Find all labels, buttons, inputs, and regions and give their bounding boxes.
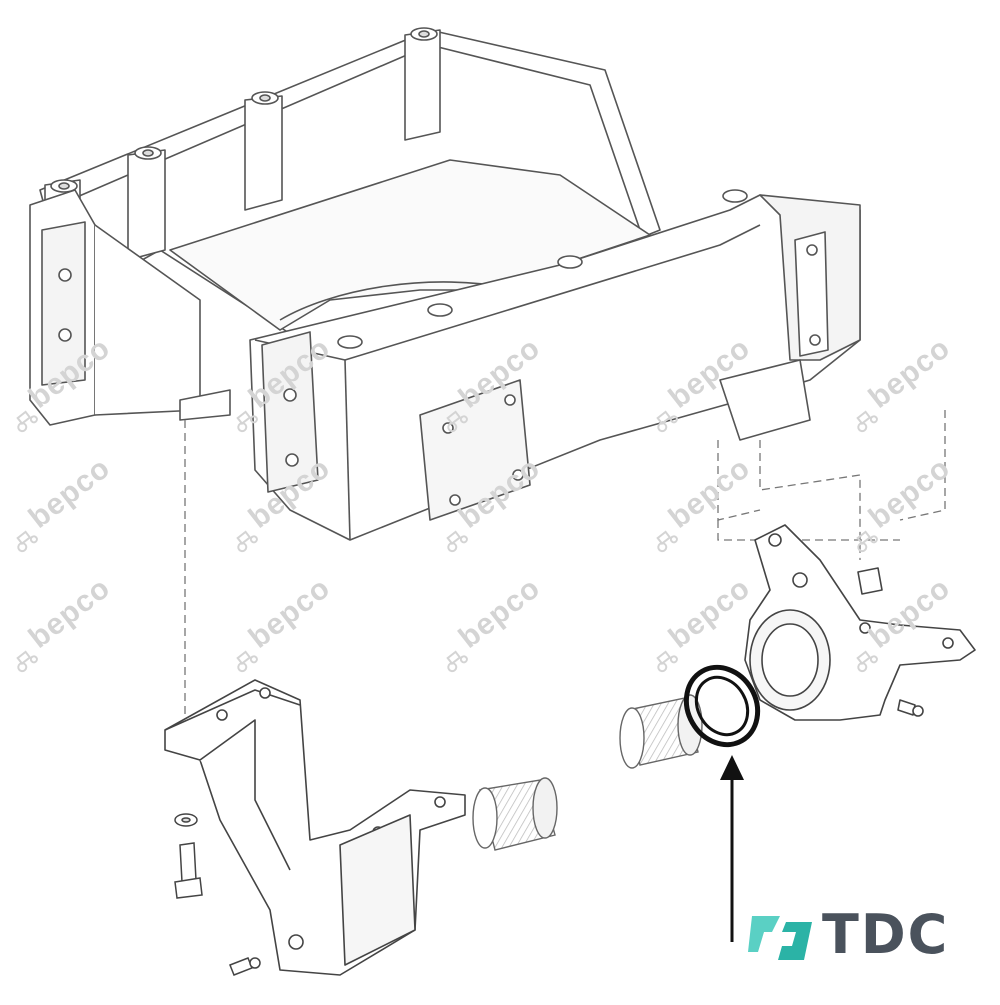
- watermark: bepco: [0, 451, 117, 554]
- bolt: [179, 842, 197, 883]
- tractor-icon: [5, 398, 38, 433]
- brand-name: TDC: [822, 903, 950, 966]
- tractor-icon: [645, 518, 678, 553]
- tractor-icon: [645, 638, 678, 673]
- watermark: bepco: [219, 571, 337, 674]
- rear-axle-support-bracket: [164, 679, 466, 976]
- tdc-logo-icon: [748, 916, 812, 960]
- tractor-icon: [5, 518, 38, 553]
- callout-arrow: [720, 755, 744, 942]
- tractor-icon: [845, 518, 878, 553]
- watermark: bepco: [639, 451, 757, 554]
- bushing-right: [619, 694, 703, 769]
- watermark: bepco: [0, 331, 117, 434]
- tractor-icon: [225, 518, 258, 553]
- watermark: bepco: [429, 451, 547, 554]
- leader-lines: [184, 410, 946, 720]
- tractor-icon: [435, 518, 468, 553]
- watermark: bepco: [219, 331, 337, 434]
- watermark: bepco: [219, 451, 337, 554]
- main-housing: [29, 27, 861, 541]
- tractor-icon: [435, 398, 468, 433]
- fasteners: [174, 813, 261, 976]
- watermark: bepco: [839, 331, 957, 434]
- tractor-icon: [845, 398, 878, 433]
- tractor-icon: [225, 638, 258, 673]
- watermark: bepco: [429, 571, 547, 674]
- watermark: bepco: [639, 331, 757, 434]
- watermark: bepco: [429, 331, 547, 434]
- seal-ring: [683, 664, 761, 748]
- tractor-icon: [5, 638, 38, 673]
- watermark: bepco: [0, 571, 117, 674]
- tractor-icon: [225, 398, 258, 433]
- watermark: bepco: [839, 451, 957, 554]
- tractor-icon: [435, 638, 468, 673]
- tractor-icon: [845, 638, 878, 673]
- grease-nipple-left: [229, 957, 253, 976]
- bushing-left: [472, 777, 558, 851]
- front-axle-support-bracket: [744, 524, 976, 721]
- watermark: bepco: [639, 571, 757, 674]
- tractor-icon: [645, 398, 678, 433]
- watermark: bepco: [839, 571, 957, 674]
